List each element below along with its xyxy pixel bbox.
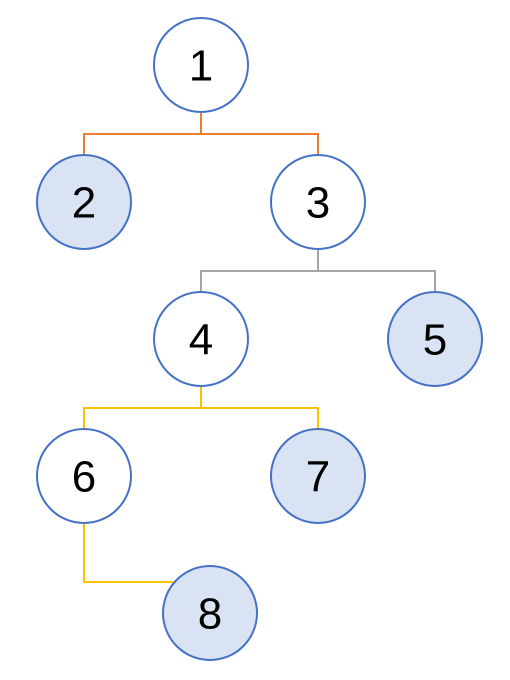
tree-node-7: 7 <box>270 428 366 524</box>
edge-line-4 <box>83 386 319 429</box>
edge-6 <box>83 523 173 583</box>
tree-nodes: 1 2 3 4 5 6 7 8 <box>36 17 483 661</box>
tree-node-4: 4 <box>153 291 249 387</box>
edge-1 <box>83 112 319 155</box>
tree-node-3: 3 <box>270 154 366 250</box>
node-circle-1 <box>153 17 249 113</box>
node-circle-5 <box>387 291 483 387</box>
node-label-5: 5 <box>423 316 447 365</box>
edge-3 <box>200 249 436 292</box>
node-label-3: 3 <box>306 179 330 228</box>
node-circle-8 <box>162 565 258 661</box>
node-label-4: 4 <box>189 316 213 365</box>
node-circle-4 <box>153 291 249 387</box>
tree-node-8: 8 <box>162 565 258 661</box>
edge-line-1 <box>83 112 319 155</box>
node-circle-6 <box>36 428 132 524</box>
node-circle-2 <box>36 154 132 250</box>
node-label-8: 8 <box>198 590 222 639</box>
tree-edges <box>83 112 436 583</box>
node-circle-3 <box>270 154 366 250</box>
node-circle-7 <box>270 428 366 524</box>
edge-4 <box>83 386 319 429</box>
node-label-6: 6 <box>72 453 96 502</box>
tree-node-1: 1 <box>153 17 249 113</box>
tree-node-6: 6 <box>36 428 132 524</box>
edge-line-6 <box>83 523 173 583</box>
edge-line-3 <box>200 249 436 292</box>
node-label-7: 7 <box>306 453 330 502</box>
node-label-1: 1 <box>189 42 213 91</box>
tree-node-5: 5 <box>387 291 483 387</box>
tree-node-2: 2 <box>36 154 132 250</box>
node-label-2: 2 <box>72 179 96 228</box>
